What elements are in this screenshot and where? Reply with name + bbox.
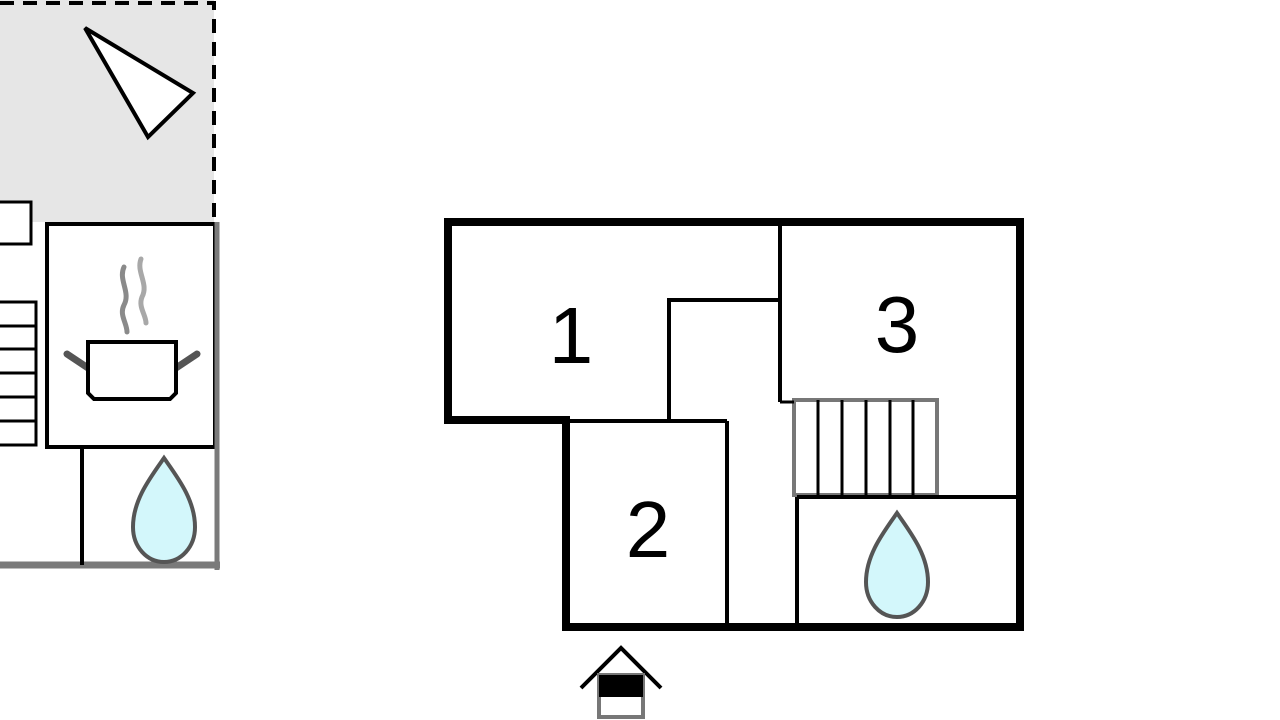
water-drop-icon [130, 454, 198, 565]
main-floor: 1 2 3 [444, 218, 1024, 631]
room-1 [448, 222, 780, 420]
water-drop-icon [863, 509, 931, 620]
interior-walls [568, 226, 1018, 624]
terrace-area [0, 0, 214, 222]
room-3-number: 3 [875, 280, 920, 369]
left-floor [0, 0, 220, 570]
left-kitchen-room [45, 222, 217, 449]
entrance-house-icon [579, 645, 663, 719]
stairs-icon [792, 398, 939, 497]
room-1-number: 1 [549, 291, 594, 380]
cooking-pot-icon [63, 256, 201, 401]
north-arrow-icon [83, 26, 197, 141]
terrace-dashed-border [0, 1, 216, 222]
left-small-box [0, 200, 33, 246]
left-stairs-icon [0, 300, 38, 447]
room-2-number: 2 [626, 485, 671, 574]
outer-walls [444, 218, 1024, 631]
